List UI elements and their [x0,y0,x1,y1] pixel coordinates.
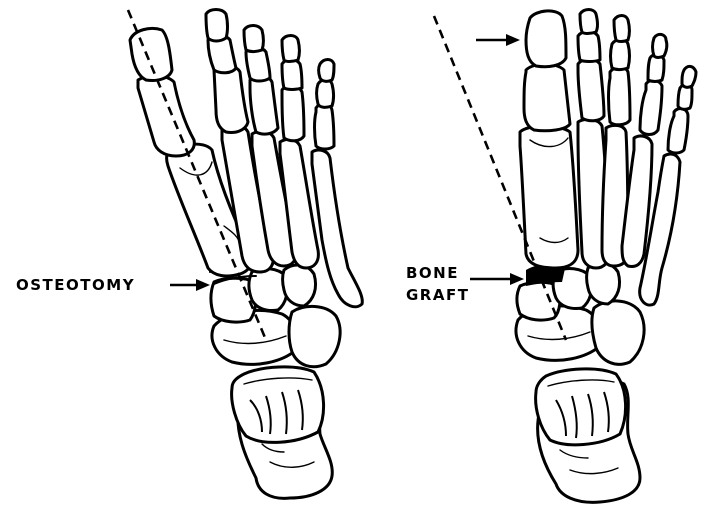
right-lateral-cuneiform [587,263,620,304]
right-phalanx-5-proximal [668,109,688,153]
right-phalanx-3-distal [614,16,630,42]
osteotomy-label: OSTEOTOMY [16,276,135,294]
left-phalanx-4-distal [282,36,300,62]
right-phalanx-2-middle [578,32,600,62]
right-cuboid [592,301,644,364]
left-phalanx-1-distal [130,28,172,80]
right-phalanx-5-distal [682,66,696,87]
great-toe-arrow [476,34,520,46]
left-phalanx-4-proximal [282,86,304,141]
left-phalanx-3-distal [244,26,264,52]
left-phalanx-4-middle [282,60,302,90]
left-phalanx-1-proximal [138,76,194,156]
right-phalanx-1-distal [526,11,566,67]
right-phalanx-1-proximal [524,64,570,131]
bone-graft-label-line2: GRAFT [406,286,469,304]
right-phalanx-2-distal [580,10,598,34]
right-phalanx-4-distal [653,34,667,57]
left-phalanx-2-proximal [214,66,248,133]
left-phalanx-5-distal [319,60,335,82]
left-phalanx-2-distal [206,10,228,42]
right-foot-skeleton [434,10,696,503]
left-metatarsal-5 [312,150,362,307]
bone-graft-label-line1: BONE [406,264,459,282]
left-lateral-cuneiform [283,265,316,306]
left-cuboid [289,306,340,366]
osteotomy-arrow [170,279,210,291]
right-metatarsal-1 [520,126,578,268]
left-foot-skeleton [128,10,362,499]
bone-graft-arrow [470,273,524,285]
right-phalanx-3-middle [611,40,630,70]
right-phalanx-4-proximal [640,80,662,134]
left-phalanx-3-proximal [250,76,278,134]
left-phalanx-5-proximal [315,104,335,149]
right-phalanx-3-proximal [609,68,631,125]
left-phalanx-5-middle [317,80,334,108]
right-phalanx-2-proximal [578,60,604,121]
